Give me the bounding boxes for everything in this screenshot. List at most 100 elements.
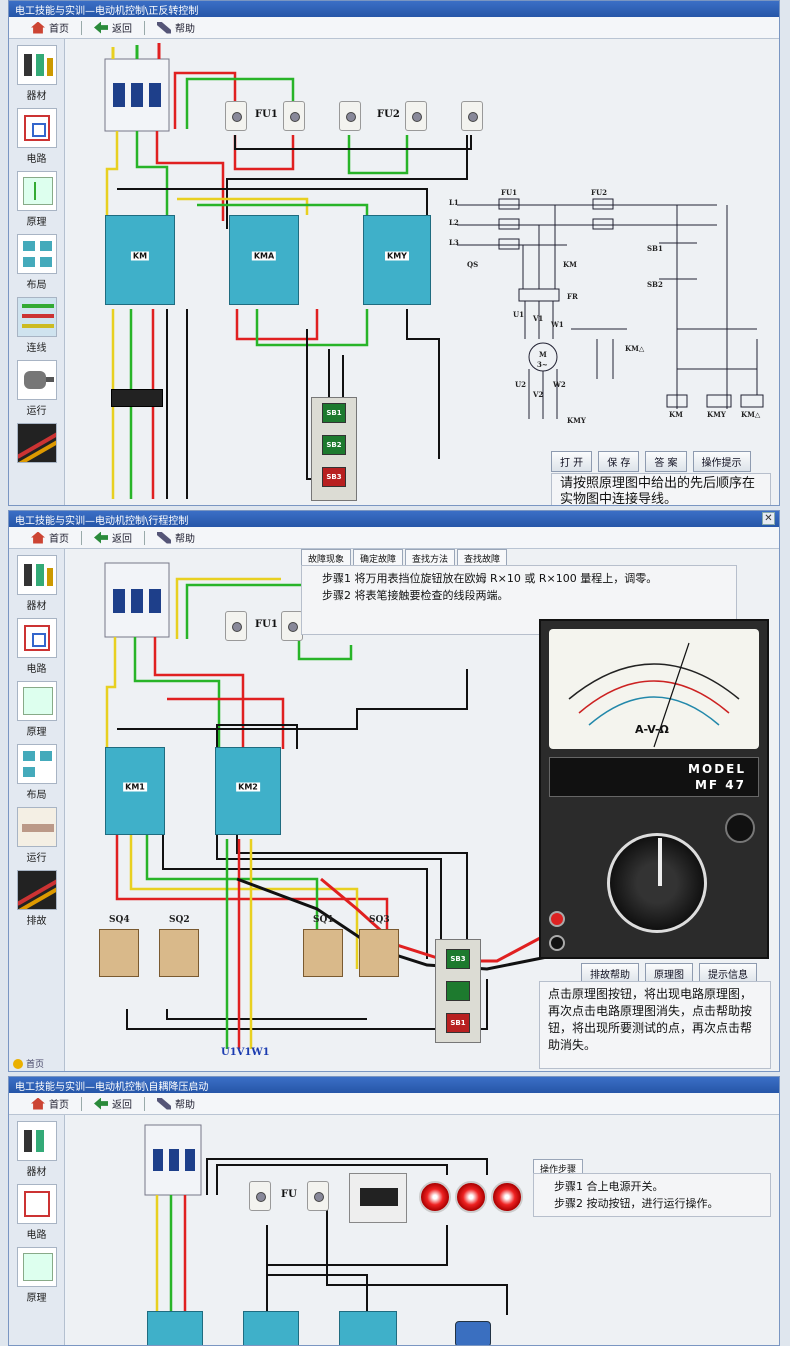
contactor[interactable] [243,1311,299,1345]
sidebar-item-circuit[interactable]: 电路 [15,618,59,675]
tab-find-method[interactable]: 查找方法 [405,549,456,567]
fuse[interactable] [225,611,247,641]
home-button[interactable]: 首页 [31,530,69,545]
contactor-kma[interactable]: KMA [229,215,299,305]
tab-operation-steps[interactable]: 操作步骤 [533,1159,584,1177]
window-title-bar: 电工技能与实训—电动机控制\正反转控制 [9,1,779,17]
time-relay[interactable] [455,1321,491,1345]
fuse[interactable] [405,101,427,131]
wiring-icon [16,297,57,337]
help-button[interactable]: 帮助 [157,20,195,35]
thermal-relay[interactable] [111,389,163,407]
run-icon [16,807,57,847]
contactor[interactable] [339,1311,397,1345]
multimeter[interactable]: A-V-Ω MODEL MF 47 [539,619,769,959]
help-label: 帮助 [175,534,195,545]
window-title: 电工技能与实训—电动机控制\自耦降压启动 [15,1081,209,1093]
meter-scale-label: A-V-Ω [635,723,669,736]
back-button[interactable]: 返回 [94,1096,132,1111]
button-sb2[interactable]: SB2 [322,435,346,455]
help-button[interactable]: 帮助 [157,1096,195,1111]
sidebar-item-run[interactable]: 运行 [15,360,59,417]
jack-positive[interactable] [549,911,565,927]
button-sb-middle[interactable] [446,981,470,1001]
wires-icon [16,870,57,910]
hint-panel: 点击原理图按钮，将出现电路原理图，再次点击电路原理图消失，点击帮助按钮，将出现所… [539,981,771,1069]
contactor[interactable] [147,1311,203,1345]
button-sb1[interactable]: SB1 [322,403,346,423]
fuse[interactable] [249,1181,271,1211]
button-sb3[interactable]: SB3 [322,467,346,487]
range-dial[interactable] [607,833,707,933]
sidebar-item-equipment[interactable]: 器材 [15,555,59,612]
contactor-km2[interactable]: KM2 [215,747,281,835]
sidebar-item-equipment[interactable]: 器材 [15,1121,59,1178]
contactor-kmy[interactable]: KMY [363,215,431,305]
sidebar-item-troubleshoot[interactable]: 排故 [15,870,59,927]
back-button[interactable]: 返回 [94,20,132,35]
probe-black[interactable] [236,877,558,971]
operation-hint-button[interactable]: 操作提示 [692,451,751,472]
tab-confirm-fault[interactable]: 确定故障 [353,549,404,567]
sidebar-item-troubleshoot[interactable] [15,423,59,463]
fuse[interactable] [225,101,247,131]
meter-buttons: 排故帮助 原理图 提示信息 [581,963,757,984]
contactor-km1[interactable]: KM1 [105,747,165,835]
sidebar-item-principle[interactable]: 原理 [15,681,59,738]
fuse[interactable] [339,101,361,131]
layout-icon [16,234,57,274]
knife-switch[interactable] [349,1173,407,1223]
limit-switch-sq1[interactable] [303,929,343,977]
tab-fault-symptom[interactable]: 故障现象 [301,549,352,567]
indicator-lamp [455,1181,487,1213]
home-button[interactable]: 首页 [31,20,69,35]
status-label: 首页 [26,1060,45,1070]
sidebar-item-circuit[interactable]: 电路 [15,1184,59,1241]
sidebar-item-principle[interactable]: 原理 [15,171,59,228]
sidebar-item-principle[interactable]: 原理 [15,1247,59,1304]
sidebar-item-label: 原理 [26,727,47,738]
back-button[interactable]: 返回 [94,530,132,545]
button-sb1[interactable]: SB1 [446,1013,470,1033]
back-label: 返回 [112,1100,132,1111]
window-forward-reverse: 电工技能与实训—电动机控制\正反转控制 首页 返回 帮助 器材 电路 原理 布局… [8,0,780,506]
sidebar-item-layout[interactable]: 布局 [15,234,59,291]
tab-find-fault[interactable]: 查找故障 [457,549,508,567]
fuse[interactable] [283,101,305,131]
limit-switch-sq2[interactable] [159,929,199,977]
sidebar-item-label: 运行 [26,406,47,417]
toolbar-separator [81,20,82,35]
save-button[interactable]: 保 存 [598,451,640,472]
open-button[interactable]: 打 开 [551,451,593,472]
sq1-label: SQ1 [313,915,334,925]
troubleshoot-help-button[interactable]: 排故帮助 [581,963,639,984]
probe-red[interactable] [320,877,558,963]
contactor-km[interactable]: KM [105,215,175,305]
sidebar-item-run[interactable]: 运行 [15,807,59,864]
sidebar-item-equipment[interactable]: 器材 [15,45,59,102]
fuse-label-fu1: FU1 [255,109,278,120]
step-1: 步骤1 将万用表挡位旋钮放在欧姆 R×10 或 R×100 量程上，调零。 [322,572,658,585]
jack-com[interactable] [549,935,565,951]
status-home[interactable]: 首页 [13,1057,44,1070]
fuse[interactable] [281,611,303,641]
answer-button[interactable]: 答 案 [645,451,687,472]
fuse[interactable] [307,1181,329,1211]
sidebar-item-label: 连线 [26,343,47,354]
equipment-icon [16,555,57,595]
sq3-label: SQ3 [369,915,390,925]
sidebar-item-layout[interactable]: 布局 [15,744,59,801]
toolbar: 首页 返回 帮助 [9,1093,779,1115]
button-sb3[interactable]: SB3 [446,949,470,969]
fuse[interactable] [461,101,483,131]
home-button[interactable]: 首页 [31,1096,69,1111]
zero-adjust-knob[interactable] [725,813,755,843]
sidebar: 器材 电路 原理 布局 运行 排故 [9,549,65,1071]
limit-switch-sq4[interactable] [99,929,139,977]
window-title-bar: 电工技能与实训—电动机控制\自耦降压启动 [9,1077,779,1093]
help-button[interactable]: 帮助 [157,530,195,545]
close-button[interactable]: ✕ [762,512,775,525]
limit-switch-sq3[interactable] [359,929,399,977]
sidebar-item-wiring[interactable]: 连线 [15,297,59,354]
sidebar-item-circuit[interactable]: 电路 [15,108,59,165]
